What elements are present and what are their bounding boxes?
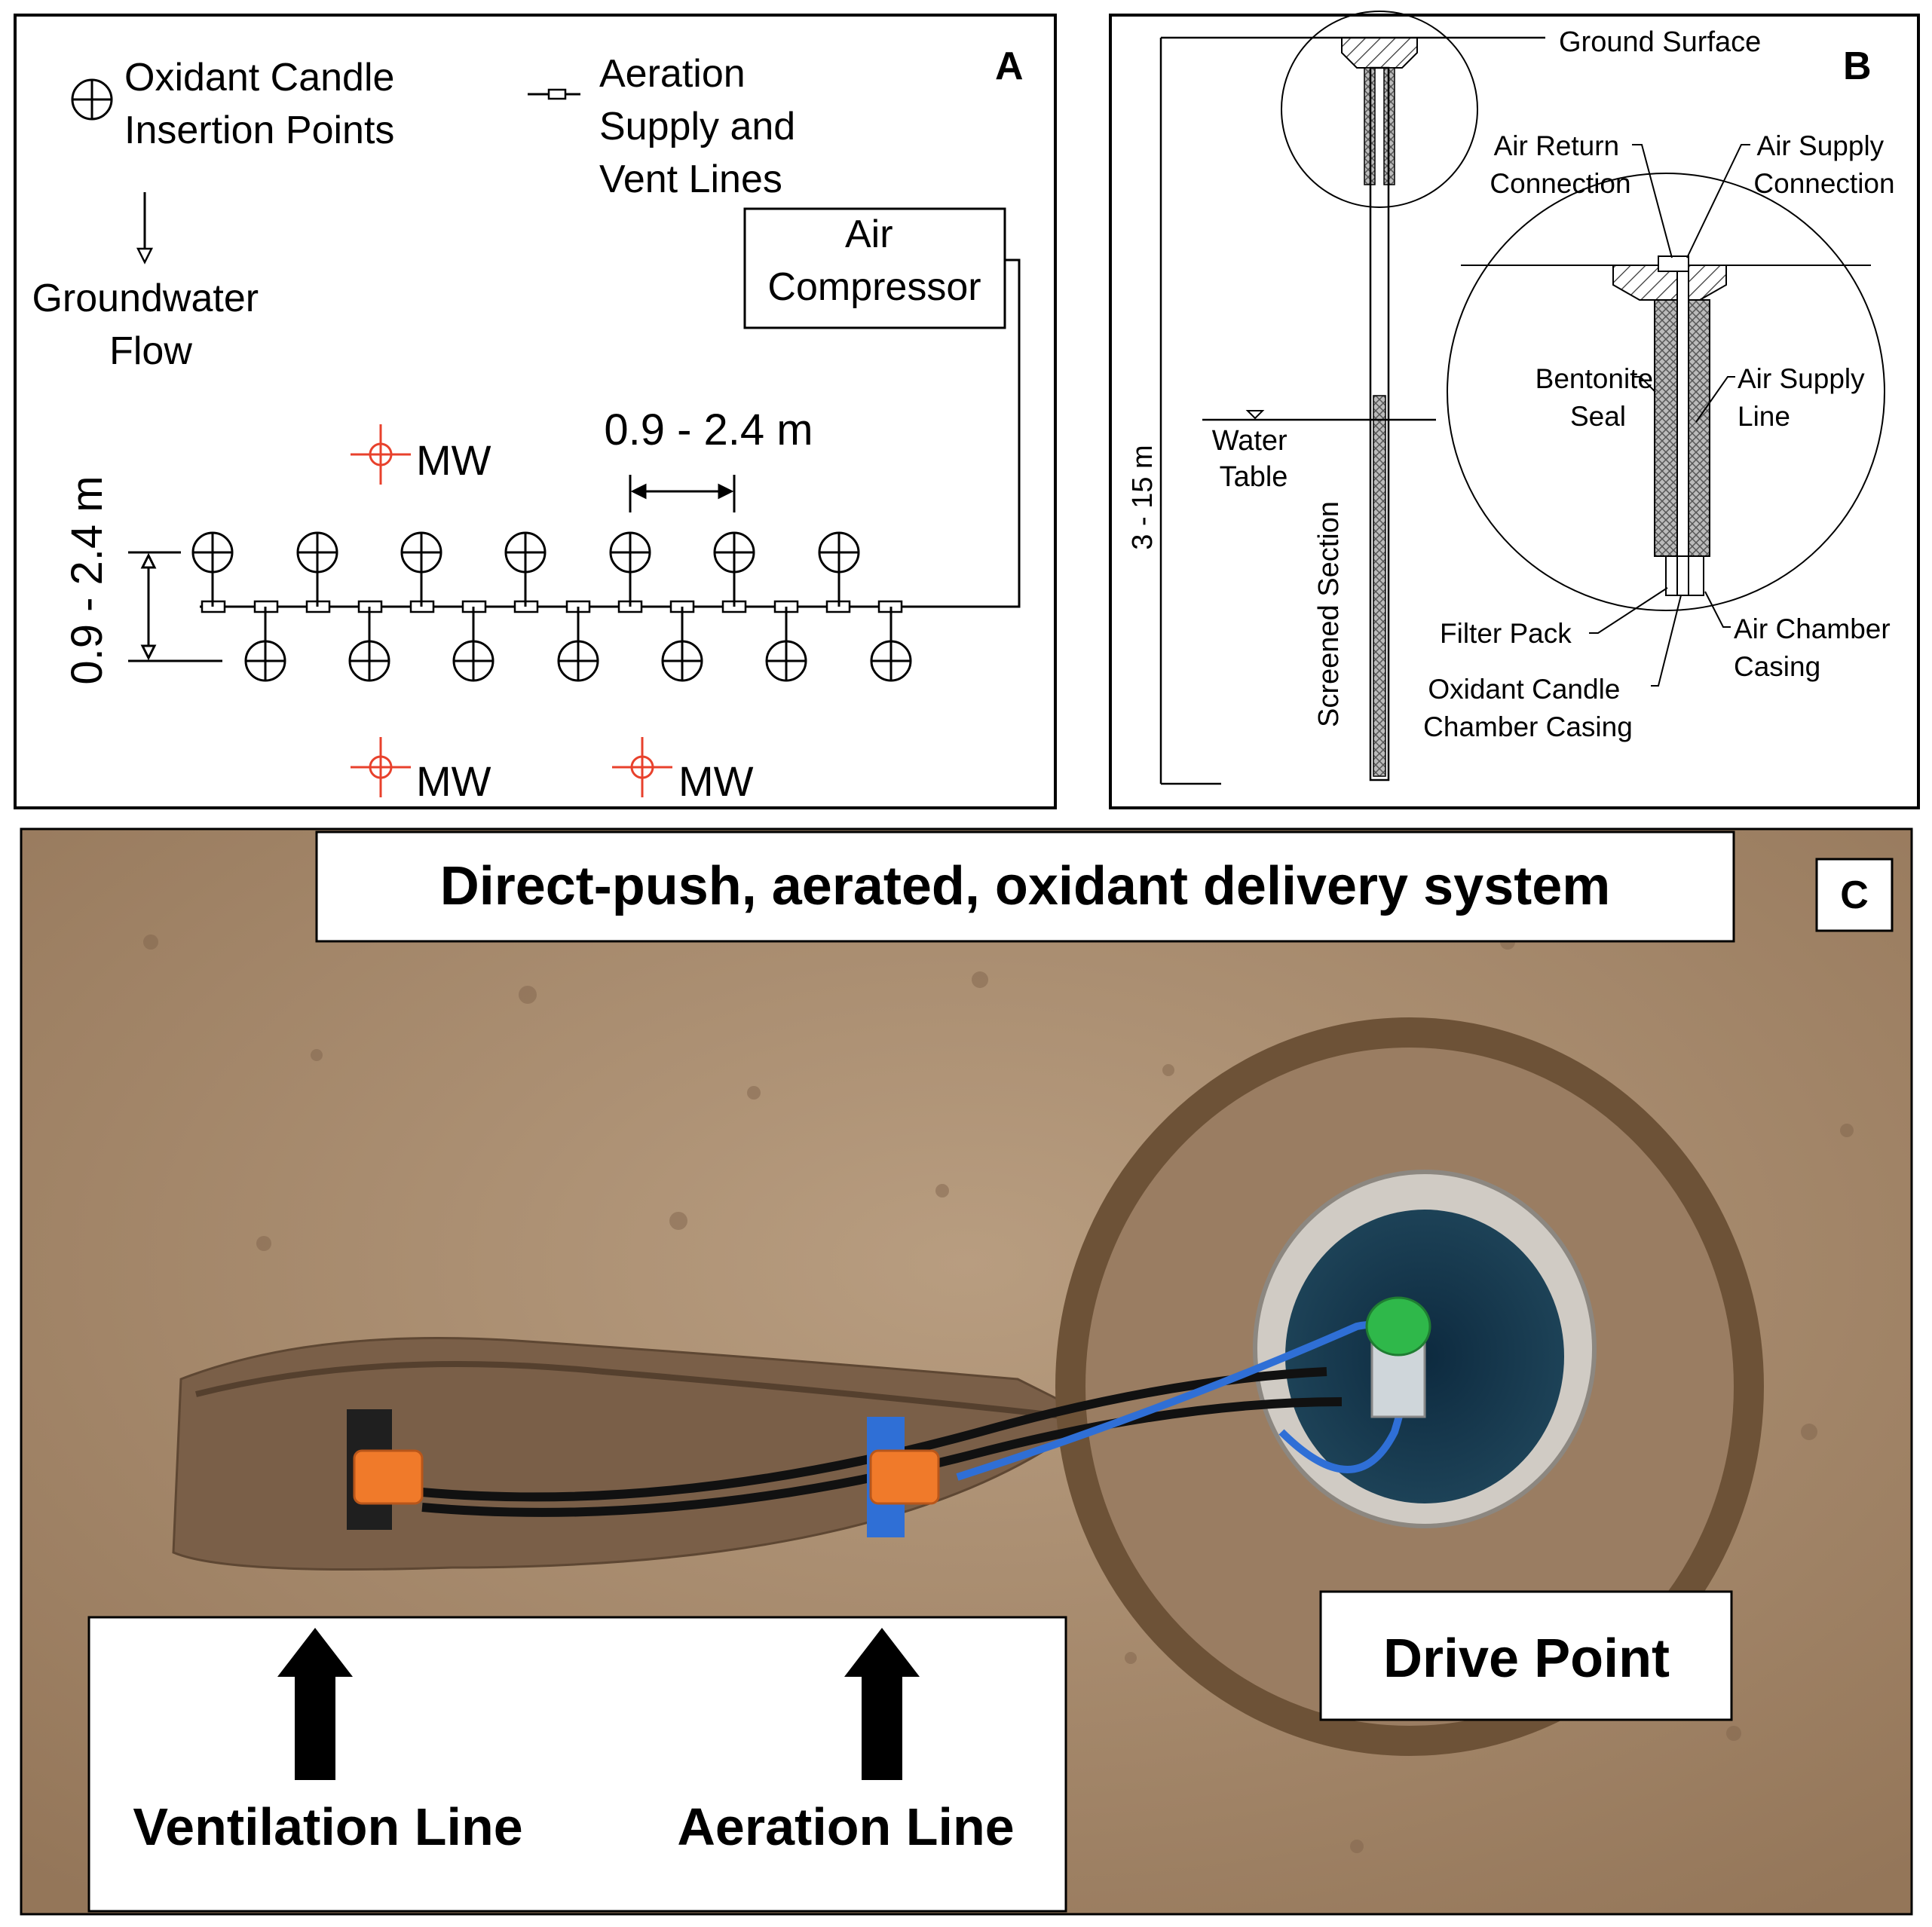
trench-shadow <box>195 1361 1071 1420</box>
well-cap <box>1341 37 1418 69</box>
vertical-spacing-label: 0.9 - 2.4 m <box>63 476 112 684</box>
aeration-line-legend-icon <box>528 88 580 100</box>
black-tubing-2 <box>421 1397 1343 1517</box>
panel-c: Direct-push, aerated, oxidant delivery s… <box>20 827 1913 1916</box>
air-supply-connection-label: Air Supply Connection <box>1753 130 1894 199</box>
air-chamber-label: Air Chamber Casing <box>1734 613 1898 682</box>
panel-a: A Oxidant Candle Insertion Points Aerati… <box>14 14 1057 809</box>
panel-c-title-box <box>315 830 1735 943</box>
panel-b-frame <box>1109 14 1920 809</box>
monitoring-well-2 <box>351 737 411 797</box>
panel-c-title: Direct-push, aerated, oxidant delivery s… <box>440 856 1611 916</box>
well-casing <box>1369 66 1390 782</box>
water-table-symbol <box>1245 410 1265 420</box>
water-table-label: Water Table <box>1212 425 1296 493</box>
ventilation-arrow <box>277 1628 353 1780</box>
bentonite-label: Bentonite Seal <box>1535 363 1661 432</box>
air-supply-connection-leader <box>1686 144 1750 258</box>
panel-b-letter: B <box>1843 44 1872 88</box>
air-compressor-label: Air Compressor <box>767 213 981 309</box>
air-compressor-box <box>743 207 1006 329</box>
monitoring-well-3-label: MW <box>678 757 754 805</box>
detail-bentonite-left <box>1654 299 1678 557</box>
aeration-line-label: Aeration Line <box>677 1797 1014 1856</box>
vent-fitting <box>353 1449 424 1505</box>
drive-point-label: Drive Point <box>1383 1629 1670 1689</box>
horizontal-spacing-label: 0.9 - 2.4 m <box>604 405 813 454</box>
aeration-arrow <box>844 1628 920 1780</box>
air-supply-line-leader <box>1695 376 1735 423</box>
monitoring-well-2-label: MW <box>416 757 491 805</box>
panel-a-letter: A <box>995 44 1024 88</box>
detail-circle-large <box>1447 173 1885 611</box>
monitoring-well-1-label: MW <box>416 436 491 484</box>
vertical-spacing-dimension <box>128 551 222 662</box>
filter-pack-leader <box>1589 587 1668 634</box>
panel-b: B Ground Surface 3 - 15 m Water Table Sc… <box>1109 11 1920 809</box>
detail-bentonite-right <box>1688 299 1710 557</box>
monitoring-well-1 <box>351 424 411 485</box>
aeration-fitting <box>869 1449 940 1505</box>
oxidant-casing-leader <box>1651 595 1682 687</box>
detail-air-chamber <box>1676 271 1689 596</box>
lines-label-box <box>87 1616 1067 1913</box>
aeration-line-legend-label: Aeration Supply and Vent Lines <box>599 52 807 201</box>
screened-section-label: Screened Section <box>1313 501 1345 727</box>
well-screen <box>1373 395 1386 777</box>
detail-filter-pack <box>1665 555 1704 596</box>
detail-circle-small <box>1281 11 1478 208</box>
horizontal-spacing-dimension <box>629 475 736 512</box>
flow-arrow-head <box>136 247 154 265</box>
ground-surface-label: Ground Surface <box>1559 26 1761 58</box>
flow-label: Groundwater Flow <box>32 277 269 373</box>
drive-point-box <box>1319 1590 1733 1721</box>
black-tubing-1 <box>421 1367 1327 1502</box>
panel-a-frame <box>14 14 1057 809</box>
depth-label: 3 - 15 m <box>1127 445 1159 549</box>
air-chamber-leader <box>1704 591 1731 628</box>
panel-c-letter-box <box>1815 858 1894 932</box>
air-supply-line-label: Air Supply Line <box>1738 363 1872 432</box>
air-return-label: Air Return Connection <box>1490 130 1630 199</box>
air-return-leader <box>1632 144 1673 258</box>
filter-pack-label: Filter Pack <box>1440 618 1572 649</box>
monitoring-well-3 <box>612 737 672 797</box>
candle-row-upper <box>191 531 860 607</box>
bentonite-leader <box>1632 376 1656 393</box>
green-cap <box>1365 1296 1431 1357</box>
ventilation-line-label: Ventilation Line <box>133 1797 522 1856</box>
oxidant-casing-label: Oxidant Candle Chamber Casing <box>1423 674 1633 742</box>
candle-legend-label: Oxidant Candle Insertion Points <box>124 56 406 152</box>
detail-fitting <box>1658 255 1689 272</box>
candle-legend-icon <box>71 78 113 121</box>
soil-texture <box>143 934 1854 1853</box>
candle-row-lower <box>244 607 912 682</box>
panel-c-letter: C <box>1840 873 1869 917</box>
supply-line <box>200 258 1021 608</box>
